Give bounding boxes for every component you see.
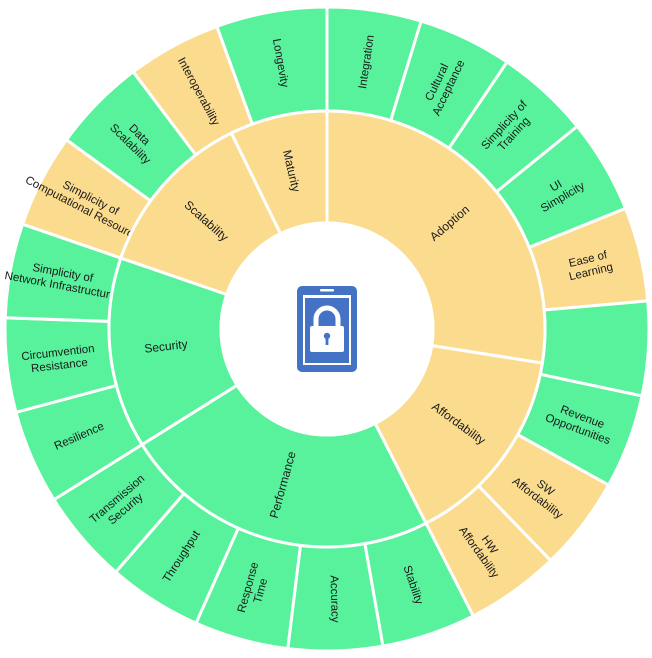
outer-segment-simplicity-of-training: Simplicity ofTraining	[446, 59, 580, 194]
outer-segment-response-time: ResponseTime	[194, 526, 303, 651]
outer-segment-accuracy: Accuracy	[286, 541, 385, 653]
inner-label: Security	[144, 337, 189, 356]
outer-segment-transmission-security: TransmissionSecurity	[51, 442, 187, 575]
outer-segment-interoperability: Interoperability	[131, 24, 255, 157]
phone-lock-icon	[297, 286, 357, 372]
outer-segment-data-scalability: DataScalability	[64, 69, 198, 203]
outer-label: Accuracy	[327, 575, 340, 623]
inner-ring: AdoptionAffordabilityPerformanceSecurity…	[107, 109, 547, 549]
inner-segment-affordability: Affordability	[373, 343, 545, 526]
